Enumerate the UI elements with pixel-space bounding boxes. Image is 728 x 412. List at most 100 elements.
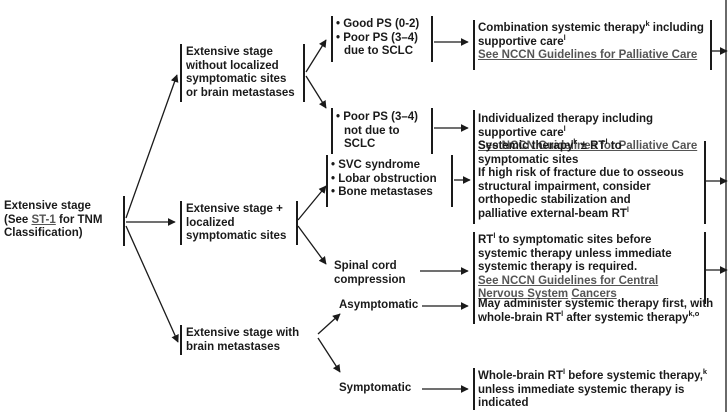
- treatment-a2-line-2: supportive carel: [478, 123, 697, 141]
- branch-c-line: Extensive stage with: [186, 327, 300, 339]
- treatment-a1-text: supportive care: [478, 35, 564, 48]
- footnote-l: l: [563, 123, 566, 133]
- cns-cancers-link[interactable]: See NCCN Guidelines for Central: [478, 274, 659, 287]
- condition-b1-line: • Bone metastases: [331, 186, 433, 199]
- bracket-c-left: [180, 325, 182, 355]
- treatment-spinal-rt: RTl to symptomatic sites before systemic…: [478, 231, 672, 302]
- bracket-a2-left: [331, 108, 333, 154]
- bracket-a-right: [303, 44, 305, 102]
- branch-c-line: brain metastases: [186, 340, 280, 353]
- footnote-l: l: [562, 367, 566, 377]
- treatment-a1-text: including: [649, 22, 704, 34]
- treatment-c1-text: after systemic therapy: [563, 311, 689, 324]
- bracket-tx-c2: [473, 368, 475, 410]
- bracket-tx-a1-right: [710, 20, 712, 70]
- treatment-c2-text: Whole-brain RT: [478, 370, 563, 382]
- treatment-c1-line-1: May administer systemic therapy first, w…: [478, 298, 714, 310]
- bracket-tx-b1-right: [704, 141, 706, 224]
- treatment-b1-text: Systemic therapy: [478, 140, 574, 152]
- bracket-b1-right: [451, 155, 453, 207]
- treatment-b2-line-2: systemic therapy unless immediate: [478, 247, 672, 260]
- bracket-root: [123, 196, 125, 246]
- footnote-l: l: [605, 137, 608, 147]
- bracket-tx-a1: [473, 20, 475, 70]
- treatment-b1-text: ± RT: [577, 140, 606, 152]
- treatment-c1-line-2: whole-brain RTl after systemic therapyk,…: [478, 308, 713, 326]
- root-line-1: Extensive stage: [4, 200, 91, 212]
- arrow-b-to-b2: [297, 225, 327, 265]
- footnote-k: k: [702, 367, 708, 377]
- bracket-tx-c1: [473, 296, 475, 324]
- bracket-tx-b2-right: [704, 232, 706, 304]
- treatment-b2-text: to symptomatic sites before: [495, 234, 652, 246]
- condition-svc-lobar-bone: • SVC syndrome • Lobar obstruction • Bon…: [331, 159, 437, 200]
- bracket-a1-right: [431, 16, 433, 62]
- treatment-c2-line-1: Whole-brain RTl before systemic therapy,…: [478, 367, 708, 384]
- condition-symptomatic: Symptomatic: [339, 382, 412, 394]
- root-line-2: (See ST-1 for TNM: [4, 214, 102, 228]
- branch-a-line: or brain metastases: [186, 86, 295, 99]
- bracket-tx-b1: [473, 141, 475, 224]
- treatment-b2-text: RT: [478, 234, 494, 246]
- condition-b2-line: compression: [334, 273, 406, 286]
- arrow-a-to-a1: [305, 39, 327, 73]
- treatment-b1-line-2: symptomatic sites: [478, 153, 579, 166]
- condition-poor-ps-not-sclc: • Poor PS (3–4) not due to SCLC: [336, 111, 418, 152]
- arrow-c-to-c2: [317, 337, 341, 373]
- footnote-l: l: [493, 231, 496, 241]
- palliative-care-link[interactable]: See NCCN Guidelines for Palliative Care: [478, 49, 698, 62]
- condition-spinal-cord: Spinal cord compression: [334, 260, 406, 287]
- condition-b1-line: • Lobar obstruction: [331, 172, 437, 185]
- footnote-ko: k,o: [688, 308, 700, 318]
- treatment-a1-text: Combination systemic therapy: [478, 22, 646, 34]
- root-node: Extensive stage (See ST-1 for TNM Classi…: [4, 200, 102, 241]
- cns-link-part[interactable]: Nervous System: [478, 288, 569, 301]
- treatment-b1-line-1: Systemic therapyk ± RTl to: [478, 137, 684, 154]
- bracket-a2-right: [431, 108, 433, 154]
- treatment-b2-line-3: systemic therapy is required.: [478, 261, 638, 274]
- branch-without-localized: Extensive stage without localized sympto…: [186, 46, 295, 100]
- treatment-c1-text: whole-brain RT: [478, 311, 562, 324]
- cancers-link-part[interactable]: Cancers: [571, 288, 617, 301]
- bracket-a1-left: [331, 16, 333, 62]
- arrow-a-to-a2: [305, 75, 327, 109]
- condition-asymptomatic: Asymptomatic: [339, 299, 419, 311]
- palliative-care-link[interactable]: See NCCN Guidelines for Palliative Care: [478, 140, 698, 153]
- treatment-a2-text: supportive care: [478, 126, 564, 139]
- condition-a1-line: due to SCLC: [344, 45, 413, 58]
- root-line-2-post: for TNM: [55, 213, 103, 226]
- treatment-symptomatic-brain: Whole-brain RTl before systemic therapy,…: [478, 367, 708, 411]
- footnote-k: k: [645, 19, 650, 29]
- branch-b-line: symptomatic sites: [186, 230, 287, 243]
- footnote-l: l: [626, 205, 630, 215]
- condition-a1-line: • Good PS (0-2): [336, 18, 420, 30]
- treatment-b1-line-4: structural impairment, consider: [478, 180, 651, 193]
- treatment-b1-text: to: [607, 140, 622, 152]
- st1-link[interactable]: ST-1: [31, 213, 56, 226]
- branch-localized-symptomatic: Extensive stage + localized symptomatic …: [186, 203, 286, 244]
- arrow-b-to-b1: [297, 185, 327, 221]
- treatment-individualized: Individualized therapy including support…: [478, 113, 697, 154]
- bracket-tx-b2: [473, 232, 475, 304]
- cns-cancers-link-line-2: Nervous System Cancers: [478, 288, 672, 302]
- bracket-b-left: [180, 201, 182, 245]
- bracket-b-right: [296, 201, 298, 245]
- treatment-combination-systemic: Combination systemic therapyk including …: [478, 19, 704, 63]
- treatment-asymptomatic-brain: May administer systemic therapy first, w…: [478, 298, 713, 325]
- branch-a-line: symptomatic sites: [186, 73, 287, 86]
- branch-b-line: localized: [186, 216, 235, 229]
- treatment-a1-line-2: supportive carel: [478, 32, 704, 50]
- footnote-l: l: [563, 32, 566, 42]
- condition-b2-line: Spinal cord: [334, 260, 397, 272]
- treatment-systemic-rt: Systemic therapyk ± RTl to symptomatic s…: [478, 137, 684, 222]
- footnote-l: l: [561, 308, 564, 318]
- condition-a2-line: SCLC: [344, 138, 376, 151]
- branch-a-line: without localized: [186, 59, 279, 72]
- root-line-2-pre: (See: [4, 213, 32, 226]
- treatment-b1-line-5: orthopedic stabilization and: [478, 194, 631, 207]
- bracket-a-left: [180, 44, 182, 102]
- condition-a1-line: • Poor PS (3–4): [336, 31, 418, 44]
- treatment-c2-line-2: unless immediate systemic therapy is: [478, 383, 685, 396]
- branch-brain-metastases: Extensive stage with brain metastases: [186, 327, 299, 354]
